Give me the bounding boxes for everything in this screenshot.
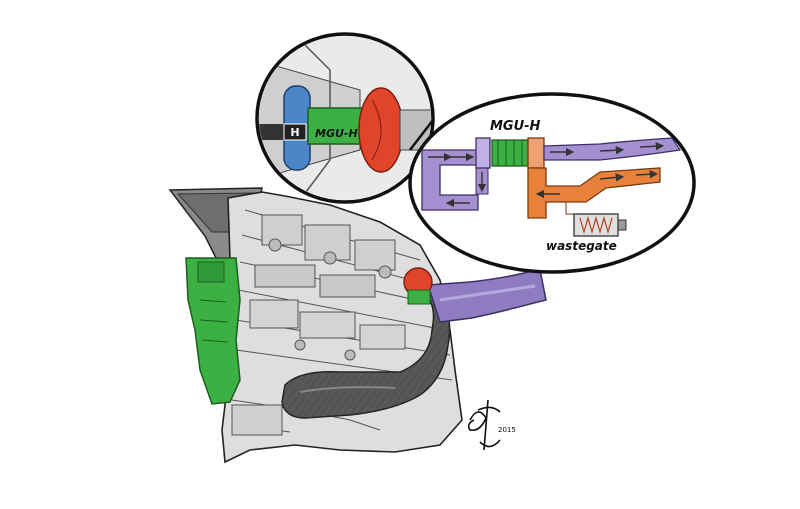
turbo-schematic-inset: wastegate MGU-H xyxy=(408,92,696,274)
schematic-exhaust-path xyxy=(527,167,661,219)
inset-mguh xyxy=(307,107,367,145)
svg-text:H: H xyxy=(290,126,299,139)
artist-signature-icon xyxy=(467,399,501,451)
inset-connector xyxy=(409,119,434,151)
wastegate-label: wastegate xyxy=(546,239,617,253)
schematic-outlet-path xyxy=(543,137,682,161)
engine-block xyxy=(168,187,547,464)
inset-right-mguh-label: MGU-H xyxy=(490,119,541,134)
intake-duct xyxy=(426,269,547,323)
honda-logo-icon: H xyxy=(283,123,307,141)
green-side-unit xyxy=(185,257,241,405)
inset-top-mguh-label: MGU-H xyxy=(315,127,358,140)
engine-detail-lines xyxy=(231,209,453,436)
signature-year: 2015 xyxy=(498,426,516,434)
schematic-mguh xyxy=(491,139,529,167)
wastegate-spring-icon xyxy=(573,213,627,237)
turbo-closeup-inset: H MGU-H xyxy=(255,32,435,204)
flow-arrow-icon xyxy=(428,142,665,208)
